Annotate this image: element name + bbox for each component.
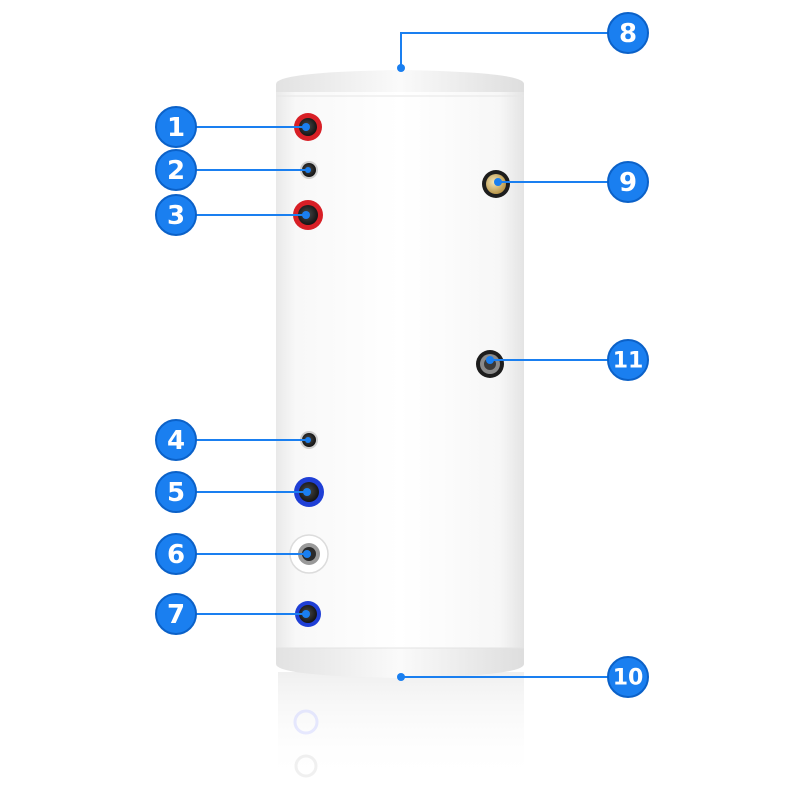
callout-4-label: 4 bbox=[167, 426, 185, 456]
callout-2-label: 2 bbox=[167, 156, 185, 186]
leader-lines bbox=[176, 32, 628, 678]
callout-5: 5 bbox=[155, 471, 197, 513]
callout-2: 2 bbox=[155, 149, 197, 191]
leader-line-8 bbox=[400, 32, 628, 68]
tank-top-cap bbox=[276, 70, 524, 96]
callout-6: 6 bbox=[155, 533, 197, 575]
callout-8-label: 8 bbox=[619, 19, 637, 49]
callout-11-label: 11 bbox=[613, 349, 644, 374]
callout-3-label: 3 bbox=[167, 201, 185, 231]
floor-reflection bbox=[278, 672, 524, 782]
callout-9: 9 bbox=[607, 161, 649, 203]
callout-9-label: 9 bbox=[619, 168, 637, 198]
callout-10-label: 10 bbox=[613, 666, 644, 691]
tank-bottom-base bbox=[276, 648, 524, 678]
callout-badges: 1 2 3 4 5 6 7 bbox=[155, 12, 649, 698]
callout-11: 11 bbox=[607, 339, 649, 381]
callout-10: 10 bbox=[607, 656, 649, 698]
callout-1-label: 1 bbox=[167, 113, 185, 143]
callout-5-label: 5 bbox=[167, 478, 185, 508]
callout-6-label: 6 bbox=[167, 540, 185, 570]
callout-3: 3 bbox=[155, 194, 197, 236]
callout-1: 1 bbox=[155, 106, 197, 148]
callout-4: 4 bbox=[155, 419, 197, 461]
callout-7-label: 7 bbox=[167, 600, 185, 630]
callout-7: 7 bbox=[155, 593, 197, 635]
leader-endpoints bbox=[302, 64, 502, 681]
callout-8: 8 bbox=[607, 12, 649, 54]
